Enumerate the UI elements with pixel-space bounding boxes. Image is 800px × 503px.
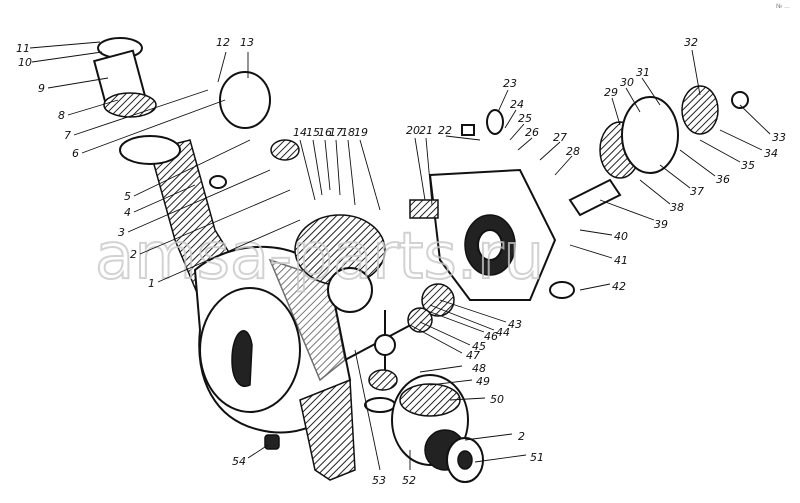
callout: 23 <box>503 77 517 90</box>
differential-cross-and-gears <box>264 307 484 483</box>
callout: 46 <box>484 330 498 343</box>
callout: 24 <box>510 98 524 111</box>
callout: 44 <box>496 326 510 339</box>
callout: 10 <box>18 56 32 69</box>
callout: 8 <box>58 109 65 122</box>
differential-carrier <box>294 168 557 317</box>
callout: 9 <box>38 82 45 95</box>
callout: 51 <box>530 451 544 464</box>
callout: 33 <box>772 131 786 144</box>
callout: 48 <box>472 362 486 375</box>
callout: 37 <box>690 185 704 198</box>
callout: 29 <box>604 86 618 99</box>
callout: 13 <box>240 36 254 49</box>
callout: 25 <box>518 112 532 125</box>
callout: 16 <box>318 126 332 139</box>
callout: 47 <box>466 349 480 362</box>
callout: 54 <box>232 455 246 468</box>
watermark: amsa-parts.ru <box>95 220 544 294</box>
callout: 27 <box>553 131 567 144</box>
callout: 38 <box>670 201 684 214</box>
callout: 17 <box>329 126 343 139</box>
callout: 28 <box>566 145 580 158</box>
callout: 15 <box>306 126 320 139</box>
callout: 2 <box>518 430 525 443</box>
callout: 26 <box>525 126 539 139</box>
callout: 18 <box>341 126 355 139</box>
axle-housing <box>149 139 356 481</box>
part-number-labels: 11 10 9 8 7 6 5 4 3 2 1 12 13 14 15 16 1… <box>16 36 786 487</box>
axle-shaft-assembly <box>92 37 300 189</box>
callout: 40 <box>614 230 628 243</box>
callout: 31 <box>636 66 650 79</box>
callout: 32 <box>684 36 698 49</box>
callout: 7 <box>64 129 71 142</box>
callout: 41 <box>614 254 628 267</box>
callout: 5 <box>124 190 131 203</box>
callout: 30 <box>620 76 634 89</box>
callout: 36 <box>716 173 730 186</box>
callout: 19 <box>354 126 368 139</box>
callout: 22 <box>438 124 452 137</box>
callout: 42 <box>612 280 626 293</box>
callout: 21 <box>419 124 433 137</box>
callout: 3 <box>118 226 125 239</box>
callout: 34 <box>764 147 778 160</box>
callout: 53 <box>372 474 386 487</box>
callout: 2 <box>130 248 137 261</box>
pinion-assembly <box>461 85 749 299</box>
callout: 43 <box>508 318 522 331</box>
callout: 49 <box>476 375 490 388</box>
leader-lines <box>29 41 771 471</box>
corner-mark: № ... <box>776 3 790 10</box>
callout: 11 <box>16 42 30 55</box>
callout: 14 <box>293 126 307 139</box>
callout: 12 <box>216 36 230 49</box>
callout: 1 <box>148 277 155 290</box>
callout: 50 <box>490 393 504 406</box>
callout: 20 <box>406 124 420 137</box>
callout: 4 <box>124 206 131 219</box>
callout: 35 <box>741 159 755 172</box>
callout: 52 <box>402 474 416 487</box>
callout: 45 <box>472 340 486 353</box>
callout: 39 <box>654 218 668 231</box>
callout: 6 <box>72 147 79 160</box>
